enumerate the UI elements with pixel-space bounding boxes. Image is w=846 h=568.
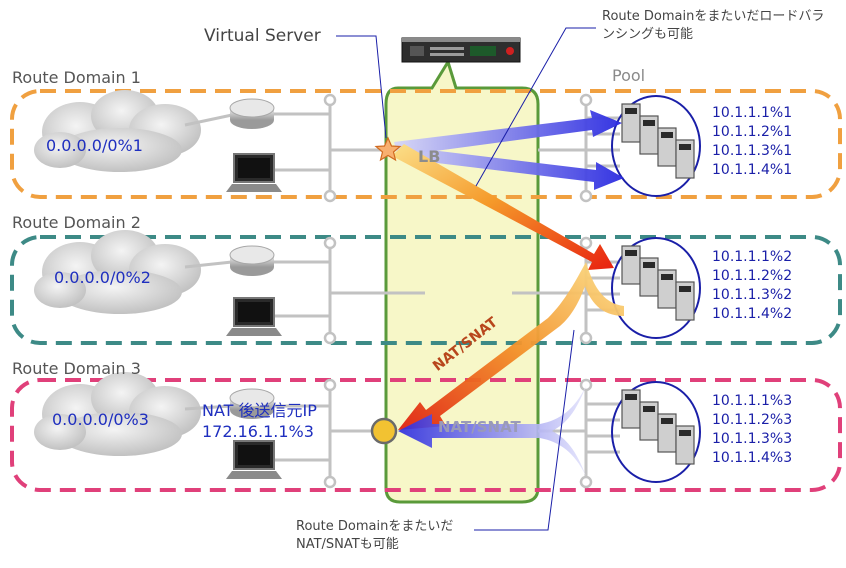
network-nodes [323, 93, 593, 489]
note-bottom: Route Domainをまたいだ NAT/SNATも可能 [296, 518, 453, 554]
pool-member: 10.1.1.2%3 [712, 412, 793, 428]
pool-member: 10.1.1.1%3 [712, 393, 793, 409]
note-top: Route Domainをまたいだロードバラ ンシングも可能 [602, 8, 824, 44]
router-icon [229, 388, 275, 419]
route-domain-2-title: Route Domain 2 [12, 213, 141, 232]
route-domain-2-member-list: 10.1.1.1%2 10.1.1.2%2 10.1.1.3%2 10.1.1.… [712, 248, 792, 324]
note-bottom-line-1: Route Domainをまたいだ [296, 519, 454, 534]
laptop-icon [226, 440, 282, 479]
pool-member: 10.1.1.3%2 [712, 287, 793, 303]
pool-member: 10.1.1.4%2 [712, 306, 793, 322]
route-domain-3-cloud-label: 0.0.0.0/0%3 [52, 410, 149, 429]
note-top-line-2: ンシングも可能 [602, 27, 694, 42]
pool-member: 10.1.1.3%3 [712, 431, 793, 447]
pool-member: 10.1.1.1%2 [712, 249, 793, 265]
note-bottom-line-2: NAT/SNATも可能 [296, 537, 399, 552]
lb-arrow-1 [394, 110, 622, 156]
route-domain-3-title: Route Domain 3 [12, 359, 141, 378]
cloud-icon [34, 372, 201, 456]
virtual-server-label: Virtual Server [204, 26, 321, 46]
route-domain-1-member-list: 10.1.1.1%1 10.1.1.2%1 10.1.1.3%1 10.1.1.… [712, 104, 792, 180]
server-pool-icon [611, 381, 701, 483]
pool-member: 10.1.1.4%1 [712, 162, 793, 178]
pool-member: 10.1.1.3%1 [712, 143, 793, 159]
route-domain-1-cloud-label: 0.0.0.0/0%1 [46, 136, 143, 155]
note-top-line-1: Route Domainをまたいだロードバラ [602, 9, 825, 24]
nat-source-ip-line-1: NAT 後送信元IP [202, 401, 317, 420]
pool-member: 10.1.1.1%1 [712, 105, 793, 121]
nat-source-ip: NAT 後送信元IP 172.16.1.1%3 [202, 400, 317, 442]
route-domain-1-box [10, 89, 842, 199]
route-domain-2-box [10, 235, 842, 345]
lb-arrow-2 [396, 146, 624, 190]
lb-cross-domain-arrow [392, 144, 614, 270]
route-domain-1-title: Route Domain 1 [12, 68, 141, 87]
laptop-icon [226, 297, 282, 336]
route-domain-3-member-list: 10.1.1.1%3 10.1.1.2%3 10.1.1.3%3 10.1.1.… [712, 392, 792, 468]
leader-lines [336, 27, 596, 531]
server-pool-icon [611, 95, 701, 197]
snat-point-icon [370, 417, 398, 445]
cloud-links [184, 113, 233, 411]
pool-member: 10.1.1.2%2 [712, 268, 793, 284]
router-icon [229, 245, 275, 276]
nat-local-arrow [398, 386, 586, 476]
lb-label: LB [418, 147, 441, 166]
route-domain-2-cloud-label: 0.0.0.0/0%2 [54, 268, 151, 287]
nat-snat-label: NAT/SNAT [438, 418, 521, 436]
route-domain-3-box [10, 378, 842, 492]
server-pool-icon [611, 237, 701, 339]
server-rack-icon [401, 37, 521, 63]
pool-member: 10.1.1.4%3 [712, 450, 793, 466]
laptop-icon [226, 153, 282, 192]
nat-cross-domain-arrow [398, 262, 624, 430]
cloud-icon [34, 230, 201, 314]
star-icon [374, 136, 402, 162]
pool-label: Pool [612, 66, 646, 85]
cloud-icon [34, 90, 201, 172]
router-icon [229, 98, 275, 129]
pool-member: 10.1.1.2%1 [712, 124, 793, 140]
nat-source-ip-line-2: 172.16.1.1%3 [202, 422, 314, 441]
